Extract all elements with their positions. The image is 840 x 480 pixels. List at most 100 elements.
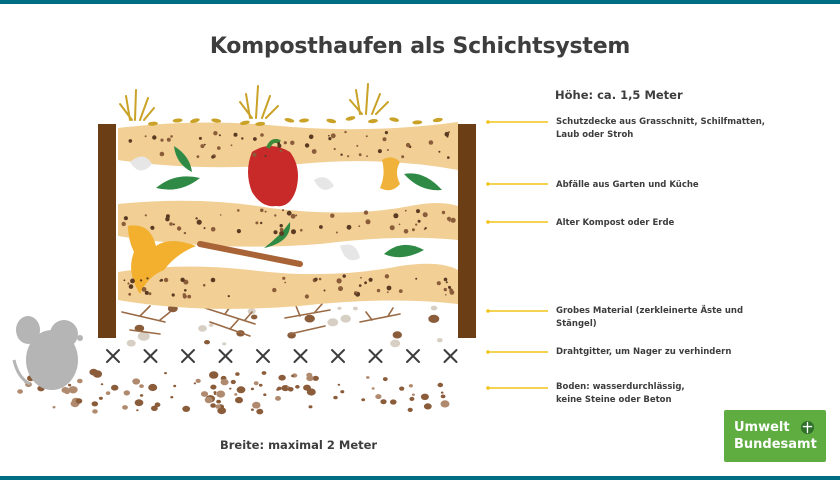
straw-bit <box>255 121 266 126</box>
compost-particle <box>319 225 323 229</box>
compost-particle <box>196 155 200 159</box>
soil-dot <box>100 383 104 386</box>
compost-particle <box>176 226 182 231</box>
compost-particle <box>172 223 175 226</box>
soil-dot <box>340 390 345 394</box>
soil-dot <box>91 401 99 407</box>
mesh-x-mark <box>368 349 383 363</box>
compost-particle <box>443 287 447 292</box>
compost-particle <box>273 230 278 235</box>
layer-label-wire-mesh: Drahtgitter, um Nager zu verhindern <box>556 346 786 359</box>
compost-particle <box>424 227 427 230</box>
compost-particle <box>236 229 241 234</box>
soil-dot <box>437 382 444 388</box>
soil-dot <box>399 386 405 391</box>
compost-particle <box>237 209 240 212</box>
soil-dot <box>382 377 388 382</box>
compost-particle <box>264 210 267 213</box>
straw-bit <box>412 120 423 125</box>
compost-particle <box>441 210 446 215</box>
label-line: Boden: wasserdurchlässig, <box>556 382 685 392</box>
compost-particle <box>445 281 448 284</box>
compost-particle <box>183 279 189 285</box>
straw-bit <box>326 118 337 124</box>
soil-dot <box>230 379 236 385</box>
protective-cover-layer <box>118 122 458 170</box>
pepper-stem <box>266 138 281 149</box>
wire-mesh <box>106 349 458 363</box>
compost-particle <box>447 156 450 159</box>
compost-particle <box>217 146 221 150</box>
compost-particle <box>358 284 362 287</box>
stone <box>204 340 210 345</box>
soil-dot <box>423 403 432 410</box>
soil-dot <box>281 385 290 392</box>
compost-particle <box>180 277 185 282</box>
compost-particle <box>386 285 392 291</box>
height-label: Höhe: ca. 1,5 Meter <box>555 88 683 102</box>
eggshell-icon <box>340 244 360 261</box>
compost-particle <box>333 147 336 151</box>
compost-particle <box>274 214 277 217</box>
compost-particle <box>314 277 318 281</box>
compost-particle <box>336 278 342 284</box>
banana-peel-icon <box>128 225 196 294</box>
leaf-icon <box>174 146 192 172</box>
straw-bit <box>147 121 158 126</box>
soil-dot <box>164 372 167 375</box>
compost-particle <box>386 149 389 151</box>
compost-particle <box>449 290 455 295</box>
compost-particle <box>386 291 389 294</box>
compost-particle <box>255 221 259 225</box>
compost-particle <box>123 279 126 282</box>
compost-particle <box>279 224 283 228</box>
stone <box>392 331 402 339</box>
compost-particle <box>128 139 133 143</box>
compost-particle <box>148 292 152 296</box>
compost-particle <box>241 137 244 140</box>
logo-text-line1: Umwelt <box>734 420 790 435</box>
compost-particle <box>340 153 343 156</box>
coarse-stones <box>126 304 443 348</box>
mesh-x-mark <box>443 349 458 363</box>
compost-particle <box>398 223 401 226</box>
compost-particle <box>286 210 292 216</box>
mesh-x-mark <box>256 349 270 363</box>
soil-dot <box>151 405 158 411</box>
soil-dot <box>337 383 341 386</box>
compost-particle <box>128 284 134 289</box>
straw-bit <box>211 118 222 123</box>
label-line: Grobes Material (zerkleinerte Äste und S… <box>556 306 744 329</box>
soil-dot <box>98 396 103 400</box>
mesh-x-mark <box>106 349 120 363</box>
stone <box>126 339 136 347</box>
compost-particle <box>169 222 173 226</box>
compost-particle <box>146 277 149 280</box>
straw-bit <box>239 120 250 126</box>
wooden-post-left <box>98 124 116 338</box>
page-title: Komposthaufen als Schichtsystem <box>209 34 631 59</box>
compost-particle <box>356 144 359 147</box>
soil-dot <box>263 393 267 397</box>
layer-label-protective-cover: Schutzdecke aus Grasschnitt, Schilfmatte… <box>556 116 786 142</box>
compost-particle <box>282 276 286 280</box>
soil-dot <box>216 399 222 404</box>
soil-dot <box>148 383 158 392</box>
stone <box>251 314 258 320</box>
compost-particle <box>384 274 390 279</box>
compost-particle <box>272 287 277 293</box>
compost-particle <box>195 217 198 220</box>
compost-particle <box>277 143 282 148</box>
soil-dot <box>195 378 201 383</box>
compost-particle <box>365 219 371 225</box>
soil-dot <box>306 375 314 382</box>
label-line: Laub oder Stroh <box>556 130 634 140</box>
compost-particle <box>448 220 451 222</box>
straw-bit <box>172 118 183 123</box>
compost-particle <box>203 143 206 146</box>
layer-label-old-compost: Alter Kompost oder Erde <box>556 217 786 230</box>
stone <box>134 324 145 332</box>
straw-bit <box>432 117 443 123</box>
compost-particle <box>330 213 335 218</box>
compost-particle <box>219 214 222 216</box>
